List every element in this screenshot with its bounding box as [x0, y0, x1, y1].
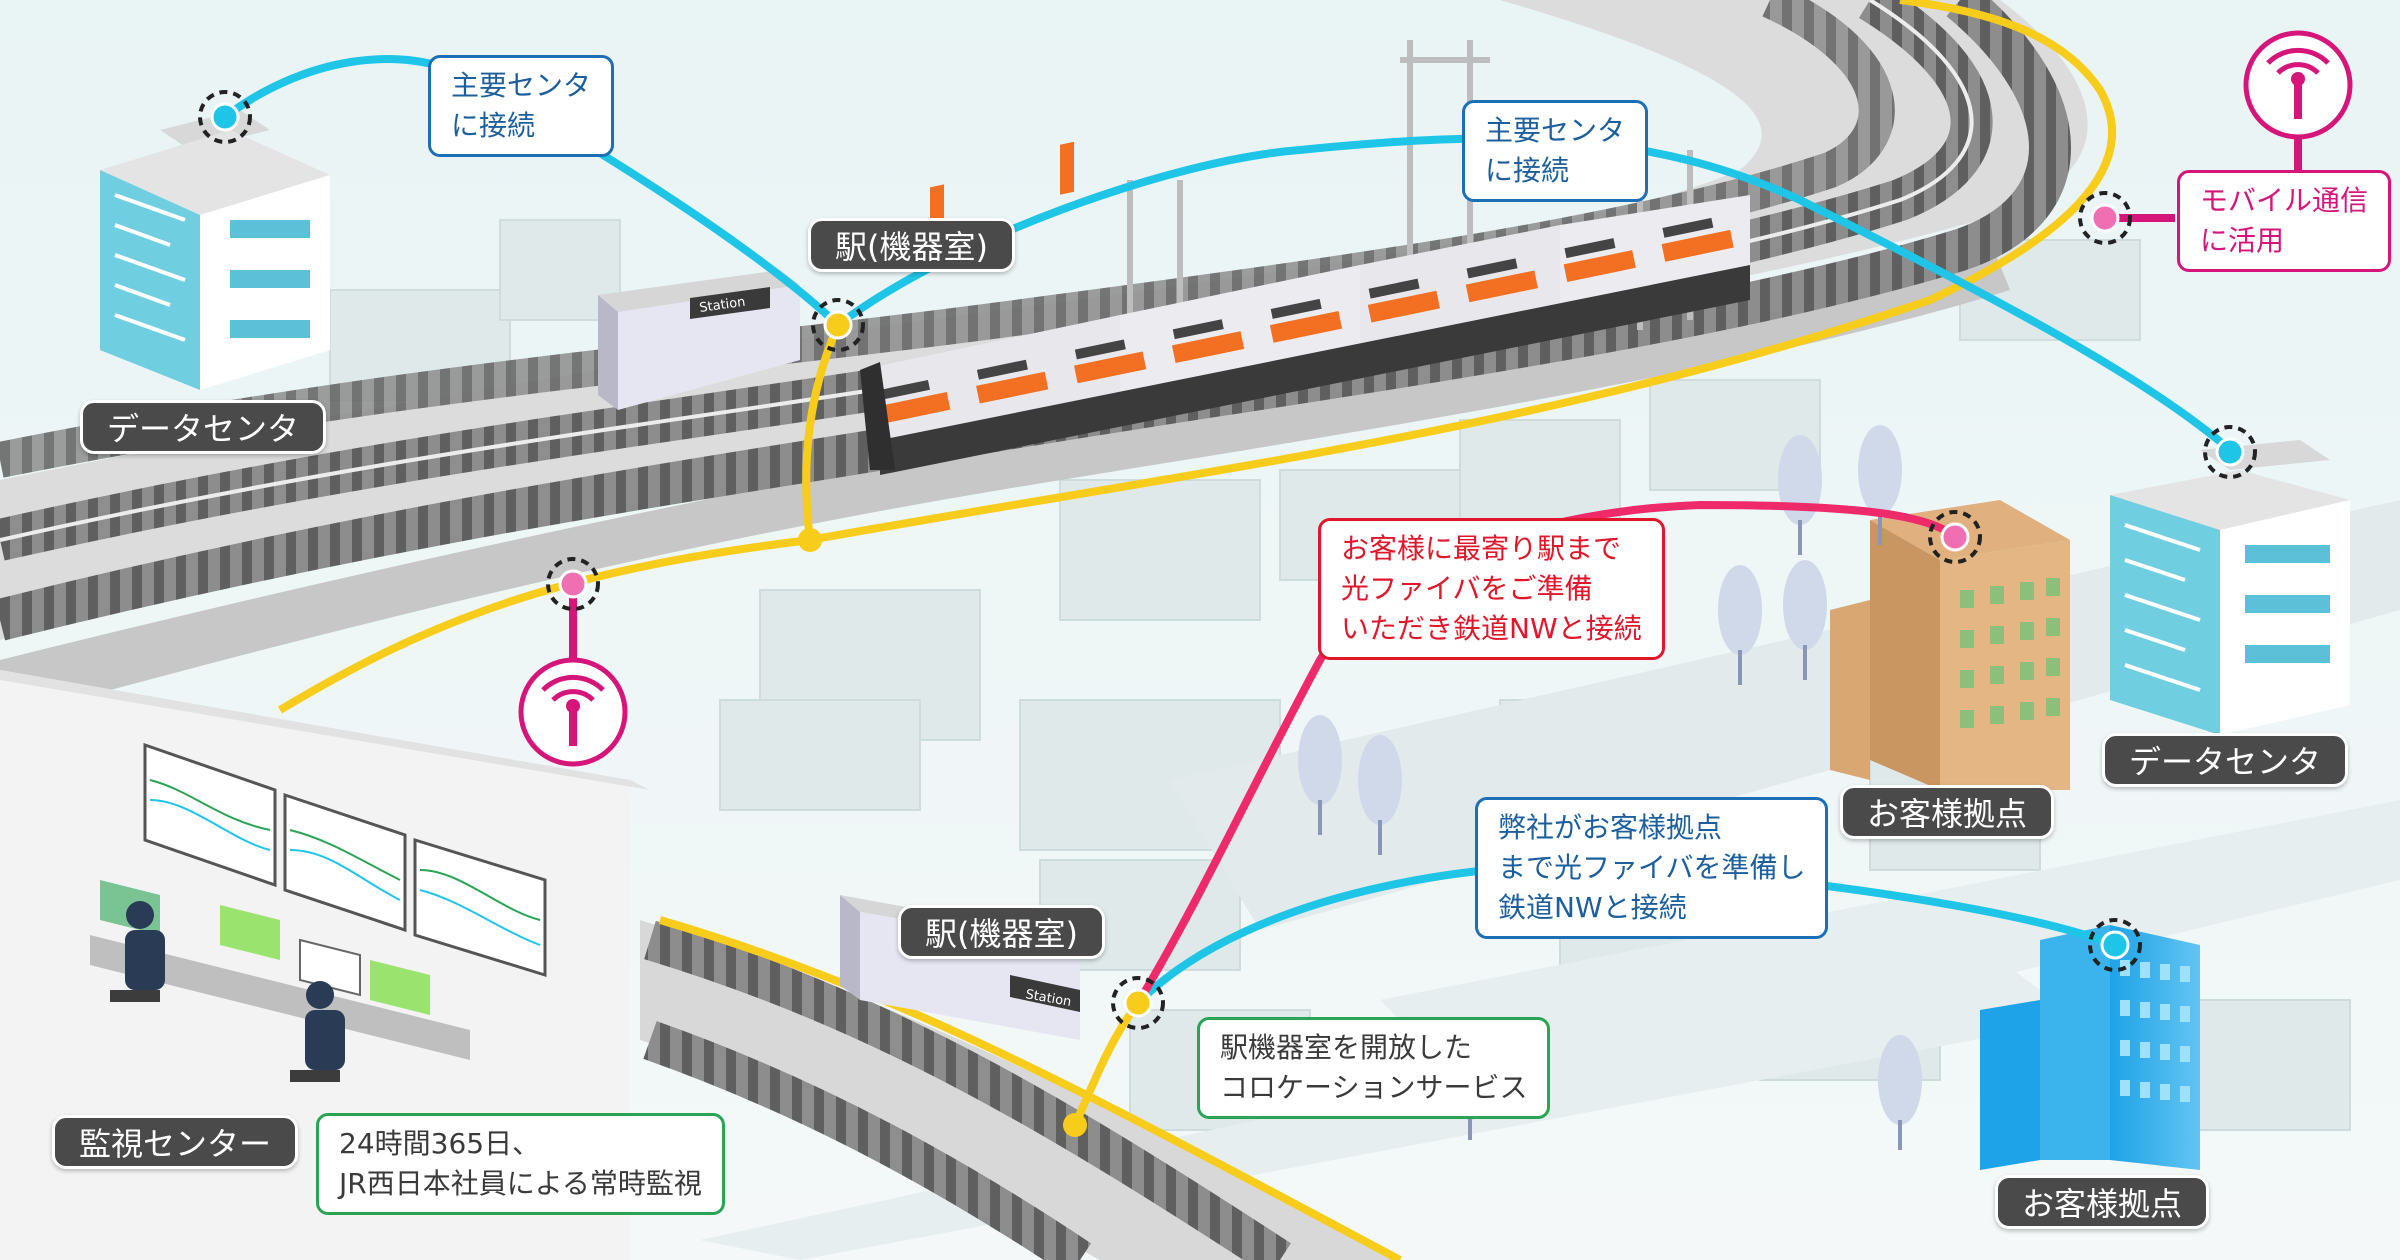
- train: [860, 141, 1752, 475]
- callout-line: 弊社がお客様拠点: [1498, 811, 1723, 844]
- antenna-icon: [2243, 30, 2353, 140]
- datacenter-right-label: データセンタ: [2102, 733, 2349, 787]
- tree: [1858, 425, 1902, 515]
- tree: [1298, 715, 1342, 805]
- callout-line: コロケーションサービス: [1220, 1071, 1528, 1104]
- callout-colocation: 駅機器室を開放した コロケーションサービス: [1197, 1017, 1551, 1119]
- station-bottom-label: 駅(機器室): [898, 905, 1105, 959]
- callout-line: モバイル通信: [2200, 184, 2369, 217]
- datacenter-building-left: [100, 110, 330, 390]
- callout-line: に接続: [451, 109, 536, 142]
- tree: [1718, 565, 1762, 655]
- rail-fiber-line-lower: [658, 916, 1402, 1260]
- callout-mobile-use: モバイル通信 に活用: [2177, 170, 2392, 272]
- station-sign-top: Station: [698, 295, 746, 316]
- callout-line: 光ファイバをご準備: [1341, 572, 1593, 605]
- monitor-wall: [143, 742, 547, 978]
- station-building-top: Station: [598, 270, 800, 410]
- callout-connect-main-mid: 主要センタ に接続: [1462, 100, 1649, 202]
- rail-fiber-line: [277, 0, 2117, 714]
- callout-monitoring: 24時間365日、 JR西日本社員による常時監視: [316, 1113, 725, 1215]
- callout-company-fiber: 弊社がお客様拠点 まで光ファイバを準備し 鉄道NWと接続: [1475, 797, 1829, 939]
- monitoring-center-room: [0, 670, 650, 1260]
- customer-site-mid-label: お客様拠点: [1840, 785, 2055, 839]
- callout-line: まで光ファイバを準備し: [1498, 851, 1806, 884]
- office-building-blue: [1980, 925, 2200, 1170]
- callout-line: に活用: [2200, 224, 2285, 257]
- callout-line: 駅機器室を開放した: [1220, 1031, 1473, 1064]
- lower-railway: [640, 920, 1400, 1260]
- junction-dot: [798, 528, 822, 552]
- callout-line: 24時間365日、: [339, 1127, 541, 1160]
- callout-connect-main-left: 主要センタ に接続: [428, 55, 615, 157]
- callout-line: お客様に最寄り駅まで: [1341, 532, 1622, 565]
- rail-fiber-branch-bottom: [1071, 1000, 1142, 1127]
- office-building-beige: [1830, 500, 2070, 790]
- station-top-label: 駅(機器室): [808, 218, 1015, 272]
- antenna-icon: [518, 657, 628, 767]
- junction-dot: [1063, 1113, 1087, 1137]
- callout-customer-fiber: お客様に最寄り駅まで 光ファイバをご準備 いただき鉄道NWと接続: [1318, 518, 1665, 660]
- tree: [1358, 735, 1402, 825]
- datacenter-building-right: [2110, 440, 2350, 735]
- callout-line: 鉄道NWと接続: [1498, 891, 1687, 924]
- callout-line: に接続: [1485, 154, 1570, 187]
- node-dots: [198, 90, 2257, 1030]
- callout-line: 主要センタ: [451, 69, 592, 102]
- tree: [1783, 560, 1827, 650]
- callout-line: 主要センタ: [1485, 114, 1626, 147]
- customer-site-bottom-label: お客様拠点: [1995, 1175, 2210, 1229]
- tree: [1878, 1035, 1922, 1125]
- callout-line: いただき鉄道NWと接続: [1341, 612, 1642, 645]
- monitoring-center-label: 監視センター: [52, 1115, 299, 1169]
- callout-line: JR西日本社員による常時監視: [339, 1167, 702, 1200]
- operators: [110, 901, 345, 1082]
- datacenter-left-label: データセンタ: [80, 400, 327, 454]
